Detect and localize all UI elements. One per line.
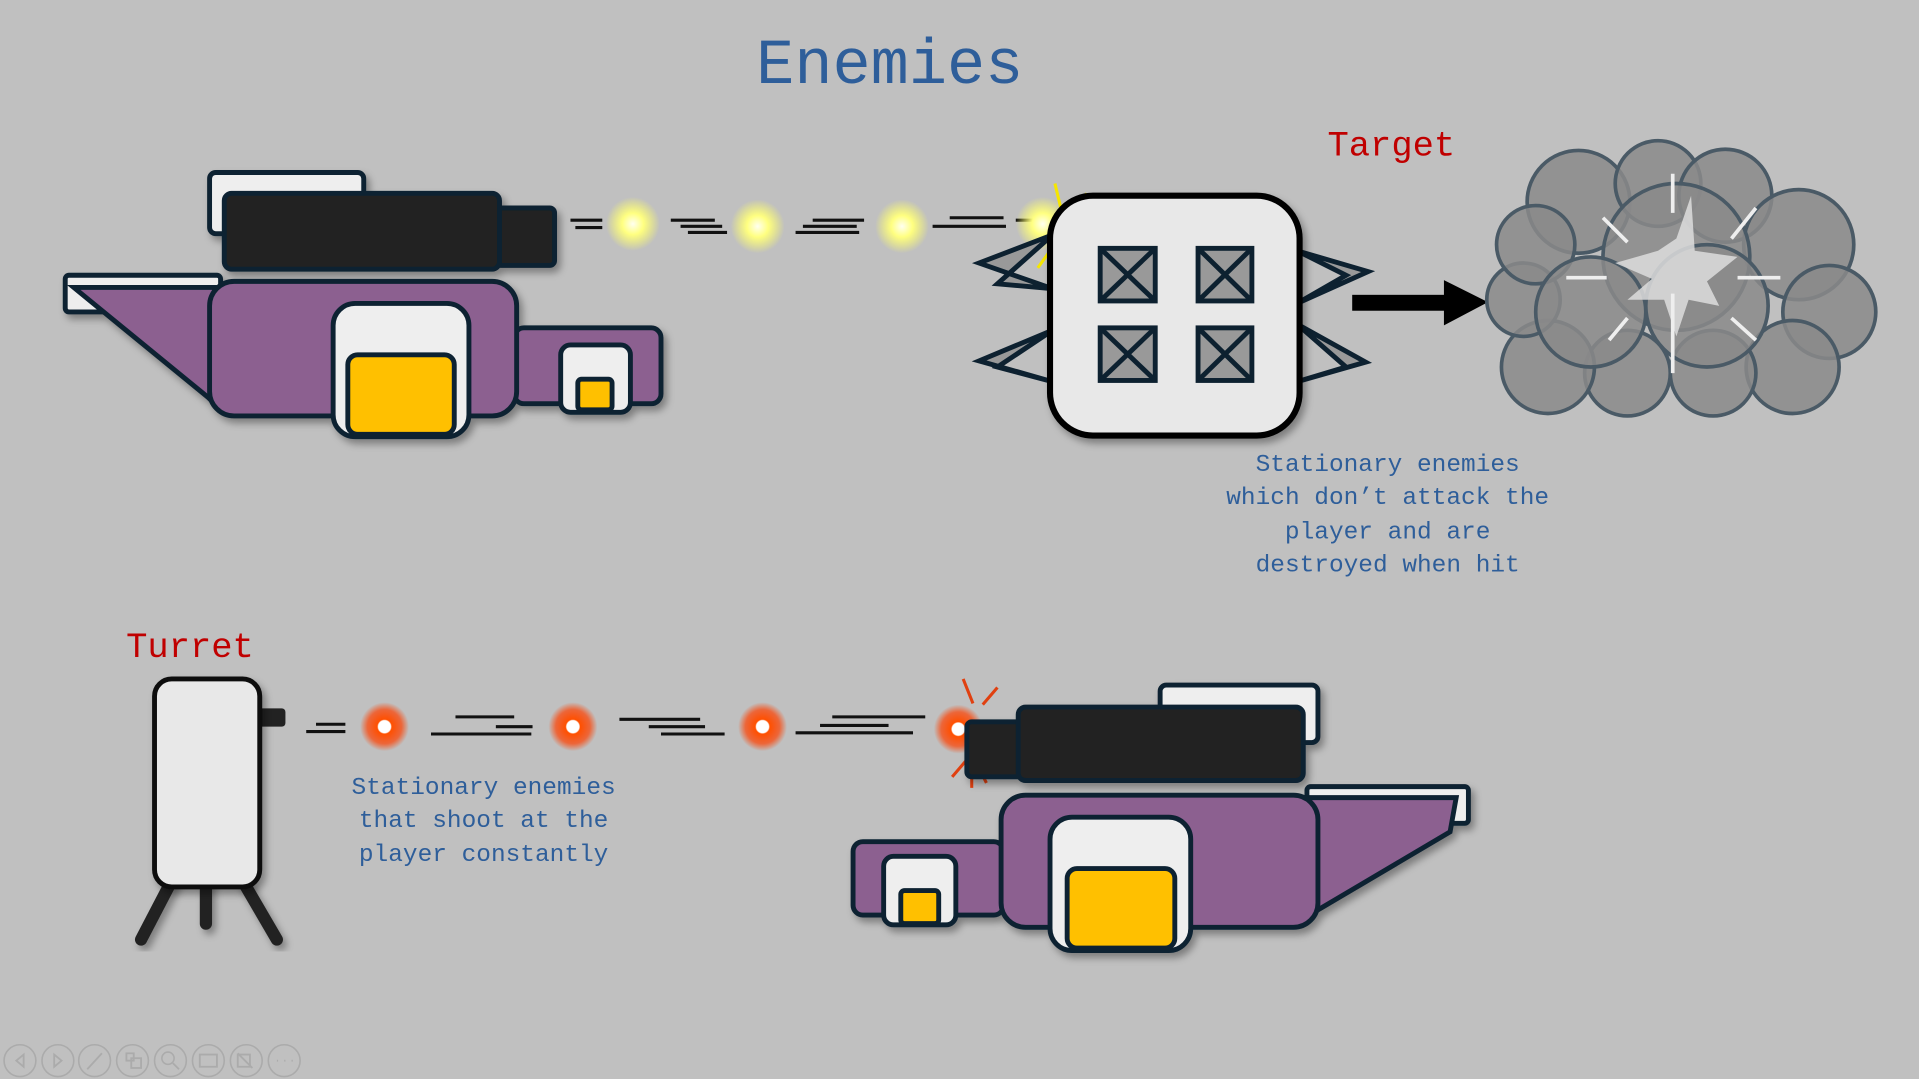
explosion-cloud-icon: [1484, 138, 1878, 418]
player-ship-bottom: [850, 682, 1471, 953]
slides-icon[interactable]: [115, 1043, 150, 1078]
previous-icon[interactable]: [3, 1043, 37, 1078]
camera-off-icon[interactable]: [229, 1043, 263, 1078]
next-icon[interactable]: [41, 1043, 75, 1078]
target-label: Target: [1327, 125, 1455, 166]
turret-desc-line: Stationary enemies: [352, 775, 616, 802]
more-icon[interactable]: [267, 1043, 301, 1078]
arrow-right-icon: [1352, 280, 1488, 326]
slide-title: Enemies: [756, 31, 1023, 103]
target-desc-line: destroyed when hit: [1256, 552, 1520, 579]
presenter-toolbar: [3, 1043, 301, 1078]
target-desc-line: player and are: [1285, 519, 1490, 546]
zoom-icon[interactable]: [153, 1043, 188, 1078]
turret-label: Turret: [126, 627, 254, 668]
target-enemy: Target Stationary enemies which don’t at…: [971, 125, 1549, 579]
turret-desc-line: that shoot at the: [359, 808, 608, 835]
turret-enemy: Turret Stationary enemies that shoot at …: [126, 627, 616, 946]
turret-desc-line: player constantly: [359, 842, 608, 869]
player-ship-top: [62, 170, 664, 440]
pen-icon[interactable]: [77, 1043, 112, 1078]
orange-shots: [306, 678, 999, 788]
target-desc-line: Stationary enemies: [1256, 452, 1520, 479]
target-desc-line: which don’t attack the: [1226, 485, 1549, 512]
subtitles-icon[interactable]: [191, 1043, 226, 1078]
